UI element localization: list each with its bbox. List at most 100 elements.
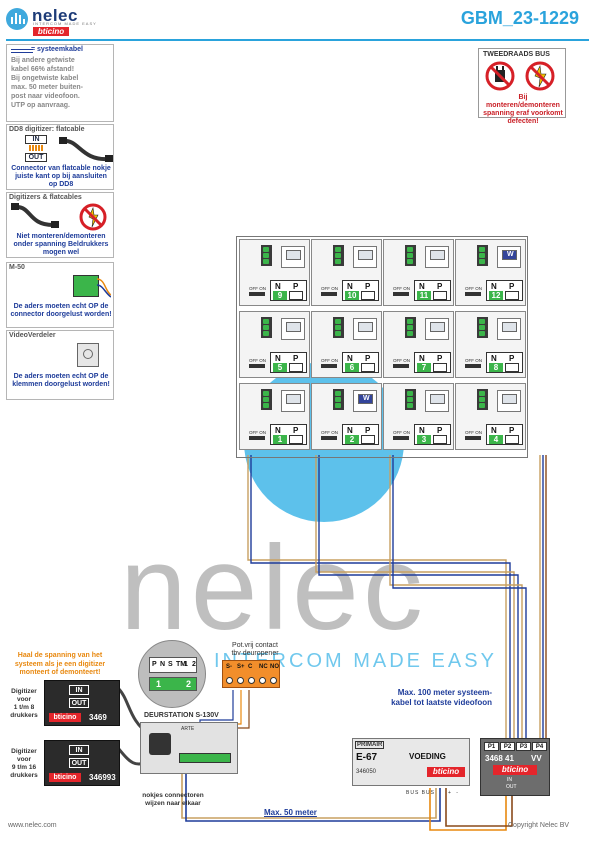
accent-marker: W: [507, 251, 514, 258]
n-label: N: [419, 354, 425, 363]
warning-box: TWEEDRAADS BUS Bij monteren/demonteren s…: [478, 48, 566, 125]
monitor-screen: [430, 322, 445, 332]
switch-label: OFF ON: [321, 358, 338, 363]
n-label: N: [419, 426, 425, 435]
digitizer2-code: 346993: [89, 773, 116, 782]
switch-label: OFF ON: [465, 358, 482, 363]
module-terminal-label: 2: [192, 661, 196, 668]
power-supply-title: VOEDING: [409, 752, 446, 761]
distributor-port-label: P1: [484, 742, 499, 751]
accent-marker: W: [363, 395, 370, 402]
power-supply-pins-left: BUS BUS: [406, 790, 435, 796]
distributor-code: 3468 41: [485, 754, 514, 763]
digitizer1-code: 3469: [89, 713, 107, 722]
digitizer1-line-0: Digitizer: [11, 688, 37, 695]
distributor-vv: VV: [531, 754, 542, 763]
videophone-terminal: [477, 245, 488, 266]
digitizers-title: Digitizers & flatcables: [9, 194, 82, 201]
videoverdeler-text: De aders moeten echt OP de klemmen doorg…: [12, 373, 110, 388]
power-supply: PRIMAIR E-67 VOEDING 346050 bticino: [352, 738, 470, 786]
digitizer-cable-icon: [11, 203, 107, 231]
relay-title: Pot.vrij contact tbv deuropener: [220, 642, 290, 658]
digitizer-warning: Haal de spanning van het systeem als je …: [14, 652, 106, 676]
n-label: N: [491, 354, 497, 363]
p-label: P: [365, 354, 371, 363]
p-label: P: [509, 354, 515, 363]
switch-label: OFF ON: [393, 358, 410, 363]
digitizer2: IN OUT bticino 346993: [44, 740, 120, 786]
switch-label: OFF ON: [393, 430, 410, 435]
logo-name: nelec: [32, 6, 78, 25]
in-label: IN: [25, 135, 47, 144]
videophone-terminal: [261, 245, 272, 266]
distributor-in: IN: [507, 777, 512, 783]
n-label: N: [491, 426, 497, 435]
videophone-terminal: [333, 245, 344, 266]
flatcable-panel: DD8 digitizer: flatcable IN OUT Connecto…: [6, 124, 114, 190]
warning-text: Bij monteren/demonteren spanning eraf vo…: [483, 94, 563, 125]
address-box-empty: [289, 363, 303, 372]
logo-tagline: INTERCOM MADE EASY: [33, 21, 97, 26]
digitizer2-label: Digitizer voor 9 t/m 16 drukkers: [6, 748, 42, 780]
p-label: P: [437, 426, 443, 435]
switch-label: OFF ON: [321, 286, 338, 291]
videoverdeler-panel: VideoVerdeler De aders moeten echt OP de…: [6, 330, 114, 400]
power-supply-pins-right: + -: [448, 790, 460, 796]
cable-title: = systeemkabel: [31, 46, 83, 53]
distributor-brand: bticino: [493, 765, 537, 775]
door-station-title: DEURSTATION S-130V: [144, 712, 219, 719]
address-number: 10: [345, 291, 359, 300]
videophone-monitor-icon: [425, 318, 449, 340]
dip-switch: [393, 436, 409, 440]
monitor-screen: [502, 394, 517, 404]
dip-switch: [249, 292, 265, 296]
n-label: N: [419, 282, 425, 291]
relay-terminal-label: NC: [259, 664, 268, 670]
videophone-terminal: [333, 389, 344, 410]
videophone-monitor-icon: [281, 390, 305, 412]
p-label: P: [365, 282, 371, 291]
address-box-empty: [505, 363, 519, 372]
module-marker-2: 2: [186, 679, 192, 689]
address-box-empty: [361, 363, 375, 372]
monitor-screen: [430, 250, 445, 260]
document-code: GBM_23-1229: [460, 8, 579, 28]
m50-title: M-50: [9, 264, 25, 271]
digitizer2-in: IN: [69, 745, 89, 755]
door-station-terminals: [179, 753, 231, 763]
monitor-screen: W: [358, 394, 373, 404]
module-terminal-label: P: [152, 661, 157, 668]
address-number: 9: [273, 291, 287, 300]
n-label: N: [275, 354, 281, 363]
p-label: P: [293, 282, 299, 291]
digitizer1-line-2: 1 t/m 8: [13, 704, 35, 711]
system-cable-note-line2: kabel tot laatste videofoon: [391, 698, 492, 707]
address-number: 7: [417, 363, 431, 372]
no-power-icons: [485, 61, 555, 91]
address-box-empty: [505, 291, 519, 300]
videophone-terminal: [261, 389, 272, 410]
m50-panel: M-50 De aders moeten echt OP de connecto…: [6, 262, 114, 328]
digitizer1: IN OUT bticino 3469: [44, 680, 120, 726]
address-number: 2: [345, 435, 359, 444]
relay-terminal-label: C: [248, 664, 253, 670]
module-terminal-label: 1: [184, 661, 188, 668]
dip-switch: [465, 292, 481, 296]
no-plug-icon: [485, 61, 515, 91]
warning-title: TWEEDRAADS BUS: [483, 51, 550, 58]
watermark-tagline: INTERCOM MADE EASY: [214, 650, 497, 672]
distributor-port-label: P2: [500, 742, 515, 751]
relay-screw-icon: [237, 677, 244, 684]
